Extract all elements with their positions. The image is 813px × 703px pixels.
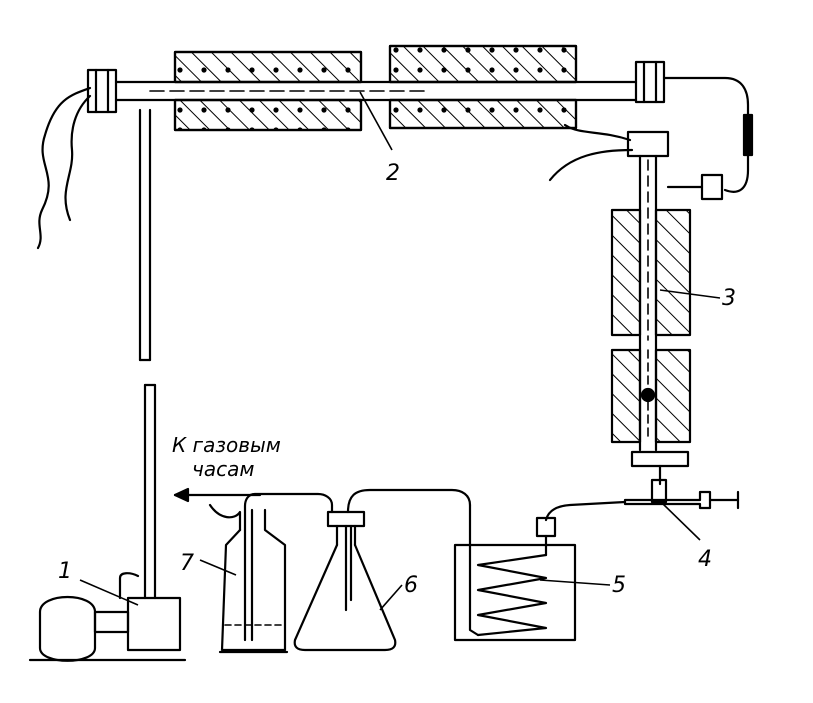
gas-meter-arrow [173,487,262,503]
label-wash-bottle: 7 [180,551,194,576]
pump [28,383,187,662]
gas-meter-caption-line2: часам [192,457,254,481]
connecting-tube-top-right [662,76,754,201]
label-furnace-tube: 2 [386,161,400,186]
label-cooling-coil: 5 [612,573,626,598]
label-tee-valve: 4 [698,547,712,572]
label-vertical-reactor: 3 [722,286,736,311]
wash-bottle [208,492,334,654]
cooling-coil [453,503,577,642]
label-pump: 1 [58,559,72,584]
label-flask: 6 [404,573,418,598]
leader-lines [79,91,721,611]
furnace-heater-right [388,44,578,130]
flask [293,488,472,652]
vertical-reactor [548,123,692,486]
furnace-heater-left [173,50,363,132]
tee-valve [544,478,740,522]
gas-meter-caption-line1: К газовым [172,433,281,457]
